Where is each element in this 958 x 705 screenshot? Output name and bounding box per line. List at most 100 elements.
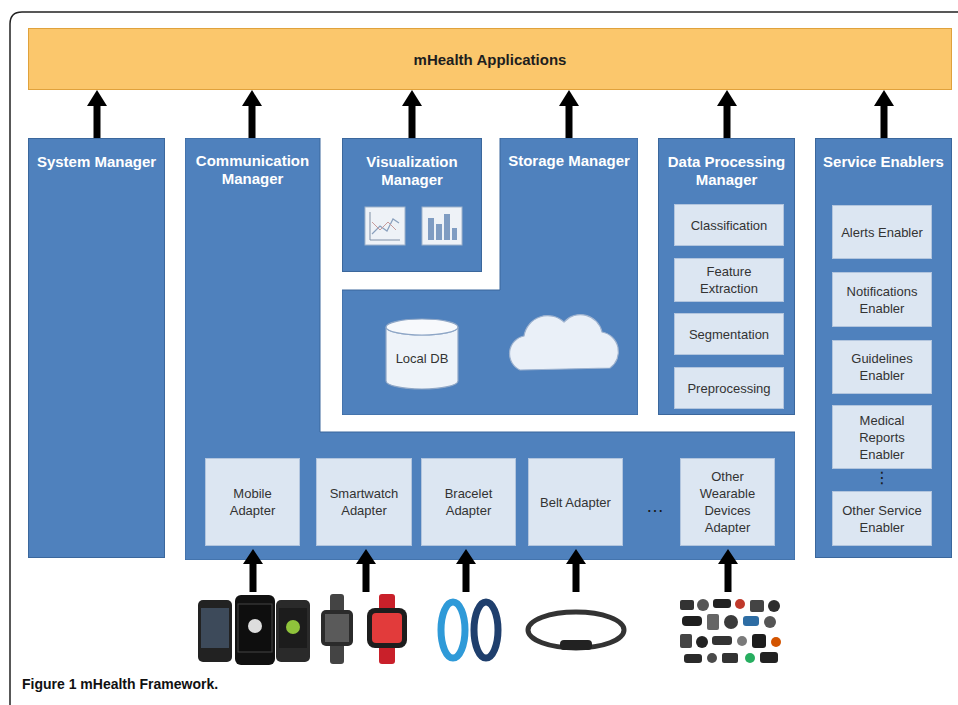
line-chart-icon [365, 207, 405, 245]
phone-logo [248, 619, 262, 633]
box-label: Mobile Adapter [206, 485, 299, 519]
icon-axis [370, 212, 400, 240]
icon-bar [452, 228, 457, 240]
cylinder-body [386, 327, 458, 389]
enabler-box: Other Service Enabler [832, 491, 932, 546]
adapter-box: Other Wearable Devices Adapter [680, 458, 775, 546]
phone [276, 600, 310, 662]
watch-screen [372, 613, 402, 643]
flow-arrow [724, 106, 731, 138]
manager-box: Alerts EnablerNotifications EnablerGuide… [815, 138, 952, 558]
box-title: mHealth Applications [414, 51, 567, 68]
watch-body [321, 610, 353, 646]
device-icon [682, 616, 702, 626]
phone [235, 595, 275, 665]
flow-arrow [409, 106, 416, 138]
adapter-box: Bracelet Adapter [421, 458, 516, 546]
process-box: Preprocessing [674, 367, 784, 409]
smartwatch-picture [321, 594, 407, 664]
phone-screen [279, 608, 307, 648]
box-title: System Manager [29, 153, 164, 171]
phone-screen [201, 608, 229, 648]
watch-strap [379, 594, 395, 664]
process-box: Segmentation [674, 313, 784, 355]
manager-box: ClassificationFeature ExtractionSegmenta… [658, 138, 795, 415]
adapter-box: Smartwatch Adapter [316, 458, 412, 546]
process-box: Feature Extraction [674, 258, 784, 302]
box-label: Alerts Enabler [835, 224, 929, 241]
box-label: Segmentation [683, 326, 775, 343]
flow-arrow [881, 106, 888, 138]
device-icon [750, 600, 764, 612]
manager-box: System Manager [28, 138, 165, 558]
device-arrow [566, 549, 586, 592]
device-icon [697, 599, 709, 611]
cloud-symbol [510, 315, 619, 370]
device-icon [680, 634, 692, 648]
watch-strap [330, 594, 344, 664]
phone [198, 600, 232, 662]
belt-picture [528, 612, 624, 650]
box-title: Storage Manager [500, 152, 638, 170]
device-icon [712, 636, 732, 645]
box-title: Visualization Manager [343, 153, 481, 189]
icon-frame [422, 207, 462, 245]
box-title: Data Processing Manager [659, 153, 794, 189]
box-label: Medical Reports Enabler [833, 412, 931, 463]
device-icon [724, 615, 738, 629]
region-fill [185, 138, 795, 560]
device-icon [722, 653, 738, 663]
adapter-box: Mobile Adapter [205, 458, 300, 546]
belt-sensor [560, 640, 592, 650]
device-icon [745, 653, 755, 663]
icon-bar [436, 224, 442, 240]
flow-arrow [94, 106, 101, 138]
device-icon [764, 616, 776, 628]
device-icon [768, 600, 780, 612]
device-icon [707, 614, 719, 630]
enabler-box: Notifications Enabler [832, 272, 932, 327]
box-label: Belt Adapter [534, 494, 617, 511]
chest-belt [528, 612, 624, 648]
icon-line [372, 219, 399, 234]
box-label: Feature Extraction [675, 263, 783, 297]
device-icon [735, 599, 745, 609]
device-icon [737, 636, 747, 646]
device-icon [707, 653, 717, 663]
device-icon [771, 637, 781, 647]
device-icon [752, 634, 766, 648]
region-fill [342, 138, 638, 415]
device-arrow [356, 549, 376, 592]
icon-bar [428, 218, 434, 240]
box-label: Smartwatch Adapter [317, 485, 411, 519]
enabler-box: Medical Reports Enabler [832, 405, 932, 469]
application-band: mHealth Applications [28, 28, 952, 90]
box-label: Classification [685, 217, 774, 234]
box-label: Other Wearable Devices Adapter [681, 468, 774, 536]
process-box: Classification [674, 204, 784, 246]
wearables-collage [680, 599, 781, 663]
device-icon [713, 599, 731, 608]
device-icon [760, 652, 778, 663]
icon-frame [365, 207, 405, 245]
device-icon [743, 616, 759, 626]
box-label: Other Service Enabler [833, 502, 931, 536]
device-arrow [243, 549, 263, 592]
device-arrow [718, 549, 738, 592]
device-arrow [456, 549, 476, 592]
box-label: Notifications Enabler [833, 283, 931, 317]
manager-box: Visualization Manager [342, 138, 482, 272]
flow-arrow [566, 106, 573, 138]
box-title: Service Enablers [816, 153, 951, 171]
device-icon [680, 600, 694, 610]
icon-line [372, 222, 396, 230]
box-label: Preprocessing [681, 380, 776, 397]
bracelet [441, 602, 465, 658]
device-arrows [243, 549, 738, 592]
ellipsis-mark: … [638, 496, 672, 516]
adapter-box: Belt Adapter [528, 458, 623, 546]
device-icon [684, 654, 702, 663]
figure-caption: Figure 1 mHealth Framework. [22, 676, 218, 692]
